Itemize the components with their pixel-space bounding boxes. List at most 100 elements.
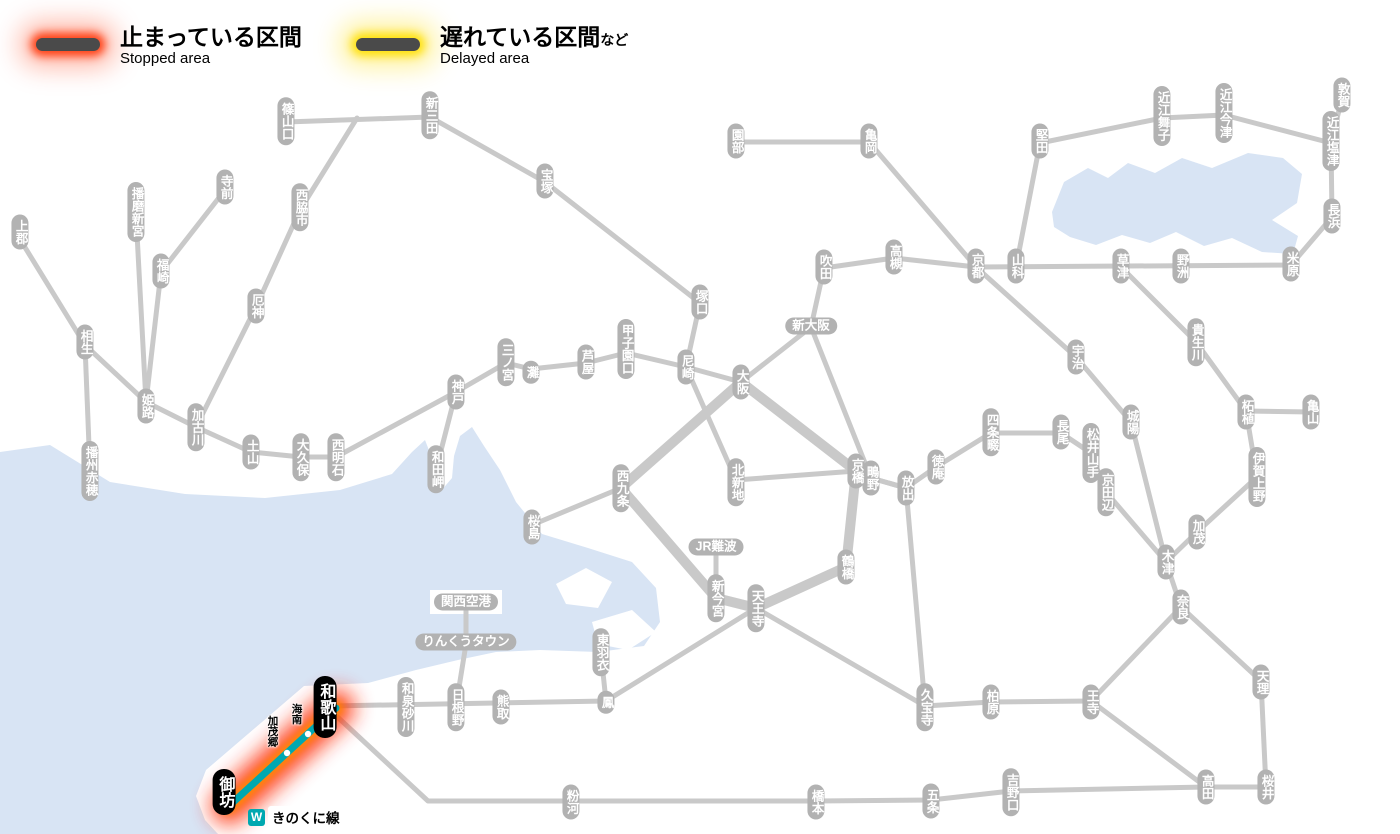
legend-stopped-subtitle: Stopped area — [120, 50, 211, 68]
station-pill: 日根野 — [447, 683, 465, 731]
legend-delayed: 遅れている区間など Delayed area — [344, 24, 628, 67]
legend-delayed-text: 遅れている区間など Delayed area — [440, 24, 628, 67]
station-pill: 新三田 — [421, 91, 439, 139]
delayed-sample-bar — [356, 38, 420, 51]
station-pill: 天王寺 — [747, 584, 765, 632]
station-pill: JR難波 — [688, 538, 744, 556]
line-symbol-w-icon: W — [248, 808, 265, 826]
station-pill: 徳庵 — [927, 449, 945, 485]
station-pill: りんくうタウン — [415, 633, 517, 651]
wakayama-line-north — [1088, 698, 1209, 790]
water-area — [1052, 153, 1302, 254]
station-pill: 土山 — [242, 434, 260, 470]
station-pill: 近江塩津 — [1322, 111, 1340, 171]
station-pill: 山科 — [1007, 248, 1025, 284]
legend-stopped-text: 止まっている区間 Stopped area — [120, 24, 302, 67]
station-pill: 和田岬 — [427, 445, 445, 493]
station-pill: 鶴橋 — [837, 549, 855, 585]
station-pill: 西九条 — [612, 464, 630, 512]
station-pill: 米原 — [1282, 246, 1300, 282]
station-pill: 園部 — [727, 123, 745, 159]
kinokuni-line-badge: W きのくに線 — [248, 806, 344, 828]
station-pill: 木津 — [1157, 544, 1175, 580]
station-pill: 大久保 — [292, 433, 310, 481]
station-pill: 橋本 — [807, 784, 825, 820]
station-pill: 敦賀 — [1333, 77, 1351, 113]
station-minor: 海南 — [290, 703, 303, 725]
station-pill: 京橋 — [847, 453, 865, 489]
station-pill: 芦屋 — [577, 344, 595, 380]
station-pill: 貴生川 — [1187, 318, 1205, 366]
water-area — [0, 427, 660, 834]
station-pill: 近江今津 — [1215, 83, 1233, 143]
station-pill: 加古川 — [187, 403, 205, 451]
legend-delayed-title-suffix: など — [600, 32, 629, 48]
station-pill: 近江舞子 — [1153, 86, 1171, 146]
station-pill: 福崎 — [152, 253, 170, 289]
station-pill: 五条 — [922, 783, 940, 819]
station-pill: 柏原 — [982, 684, 1000, 720]
station-pill: 相生 — [76, 324, 94, 360]
station-tick — [283, 749, 291, 757]
station-pill: 灘 — [522, 360, 540, 384]
station-pill: 姫路 — [137, 388, 155, 424]
station-pill: 四条畷 — [982, 408, 1000, 456]
station-pill: 播磨新宮 — [127, 182, 145, 242]
station-pill: 天理 — [1252, 664, 1270, 700]
legend-stopped: 止まっている区間 Stopped area — [24, 24, 302, 67]
station-tick — [304, 730, 312, 738]
station-pill: 西脇市 — [291, 183, 309, 231]
station-pill: 長尾 — [1052, 414, 1070, 450]
station-pill: 北新地 — [727, 458, 745, 506]
station-pill: 伊賀上野 — [1248, 447, 1266, 507]
station-pill: 王寺 — [1082, 684, 1100, 720]
station-pill: 厄神 — [247, 288, 265, 324]
station-pill: 上郡 — [11, 214, 29, 250]
line-name-label: きのくに線 — [268, 806, 344, 828]
station-pill: 塚口 — [691, 284, 709, 320]
station-pill: 加茂 — [1188, 514, 1206, 550]
legend-delayed-title-main: 遅れている区間 — [440, 24, 601, 50]
station-pill: 高田 — [1197, 769, 1215, 805]
station-pill: 篠山口 — [277, 97, 295, 145]
station-pill: 寺前 — [216, 169, 234, 205]
station-pill: 宇治 — [1067, 339, 1085, 375]
station-pill: 吹田 — [815, 249, 833, 285]
sakurai-line — [1178, 604, 1269, 790]
station-pill: 新今宮 — [707, 574, 725, 622]
legend-delayed-subtitle: Delayed area — [440, 50, 530, 68]
island — [556, 568, 612, 608]
kakogawa-line — [193, 115, 360, 430]
station-pill: 桜井 — [1257, 769, 1275, 805]
station-pill: 甲子園口 — [617, 319, 635, 379]
station-pill: 新大阪 — [785, 317, 837, 335]
kishin-line — [133, 212, 149, 405]
osaka-higashi-line — [808, 324, 928, 709]
station-pill: 放出 — [897, 470, 915, 506]
station-pill: 東羽衣 — [592, 628, 610, 676]
station-pill: 京都 — [967, 248, 985, 284]
station-pill: 城陽 — [1122, 404, 1140, 440]
station-pill: 鳳 — [597, 690, 615, 714]
station-pill: 神戸 — [447, 374, 465, 410]
station-pill: 熊取 — [492, 689, 510, 725]
station-pill: 高槻 — [885, 239, 903, 275]
station-pill: 和泉砂川 — [397, 677, 415, 737]
station-pill: 奈良 — [1172, 589, 1190, 625]
station-pill: 粉河 — [562, 784, 580, 820]
station-pill: 堅田 — [1031, 123, 1049, 159]
station-pill: 野洲 — [1172, 248, 1190, 284]
water-layer — [0, 153, 1302, 834]
station-pill: 柘植 — [1237, 394, 1255, 430]
station-pill: 桜島 — [523, 509, 541, 545]
station-major: 和歌山 — [313, 676, 337, 738]
station-pill: 関西空港 — [433, 593, 499, 611]
station-pill: 吉野口 — [1002, 768, 1020, 816]
station-pill: 亀岡 — [860, 123, 878, 159]
station-minor: 加茂郷 — [266, 715, 279, 747]
station-pill: 亀山 — [1302, 394, 1320, 430]
station-pill: 大阪 — [732, 364, 750, 400]
station-pill: 松井山手 — [1082, 423, 1100, 483]
